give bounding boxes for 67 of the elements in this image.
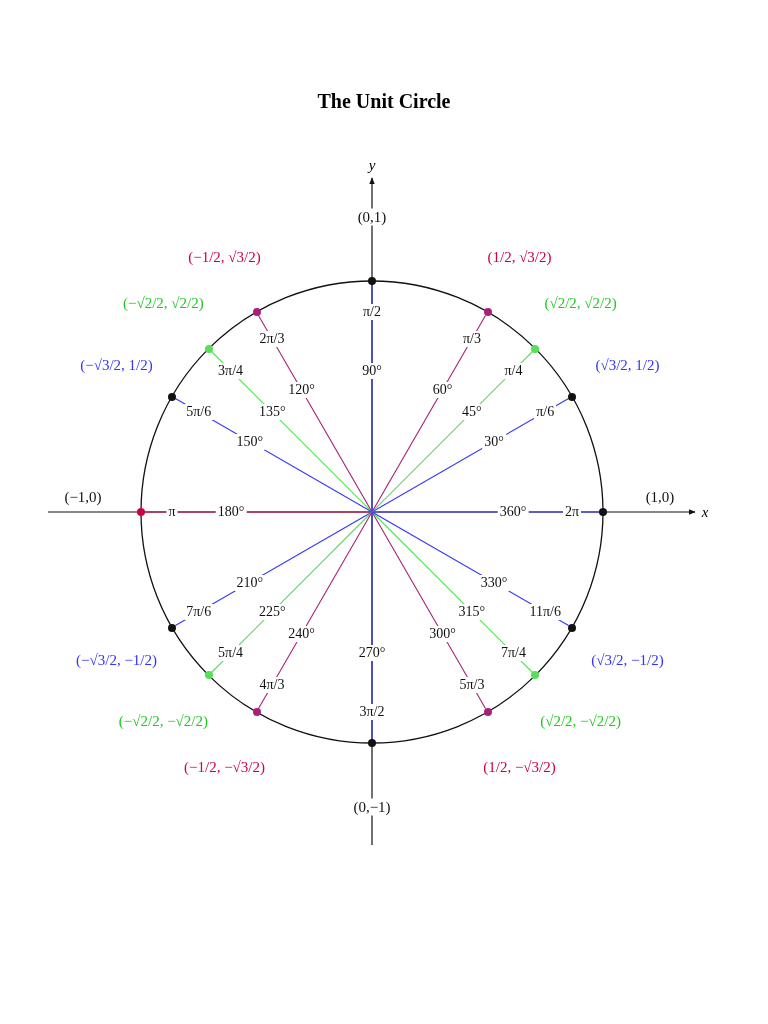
point-marker: [204, 344, 213, 353]
radian-label: 2π/3: [257, 330, 287, 347]
degree-label: 90°: [360, 363, 384, 379]
point-marker: [531, 671, 540, 680]
degree-label: 45°: [459, 404, 484, 421]
coordinate-label: (√3/2, 1/2): [593, 356, 662, 373]
point-marker: [531, 344, 540, 353]
point-marker: [167, 623, 176, 632]
radian-label: 7π/4: [498, 645, 528, 662]
title: The Unit Circle: [317, 91, 451, 111]
degree-label: 210°: [234, 574, 266, 591]
radian-label: π/4: [502, 362, 525, 379]
coordinate-label: (−1/2, −√3/2): [182, 758, 267, 776]
coordinate-label: (√2/2, −√2/2): [538, 712, 623, 730]
point-marker: [252, 708, 261, 717]
point-marker: [167, 392, 176, 401]
coordinate-label: (−√2/2, √2/2): [121, 294, 206, 312]
point-marker: [368, 277, 376, 285]
degree-label: 150°: [234, 433, 266, 450]
point-marker: [137, 508, 145, 516]
point-marker: [599, 508, 607, 516]
point-marker: [483, 708, 492, 717]
point-marker: [252, 307, 261, 316]
coordinate-label: (1/2, √3/2): [485, 248, 554, 265]
coordinate-label: (1/2, −√3/2): [481, 758, 558, 776]
radian-label: 3π/2: [357, 704, 387, 720]
coordinate-label: (−√3/2, 1/2): [78, 356, 155, 373]
radian-label: π/6: [534, 404, 557, 420]
coordinate-label: (−√3/2, −1/2): [74, 651, 159, 668]
radian-label: 5π/4: [216, 645, 246, 662]
coordinate-label: (1,0): [643, 488, 677, 506]
degree-label: 120°: [286, 381, 317, 398]
angle-ray: [371, 314, 487, 513]
coordinate-label: (−√2/2, −√2/2): [116, 712, 210, 730]
coordinate-label: (√2/2, √2/2): [542, 294, 619, 312]
degree-label: 60°: [430, 381, 455, 398]
point-marker: [483, 307, 492, 316]
angle-ray: [371, 350, 534, 513]
coordinate-label: (−1,0): [62, 488, 104, 506]
coordinate-label: (0,1): [355, 208, 389, 226]
angle-ray: [371, 511, 373, 740]
degree-label: 270°: [356, 645, 388, 661]
coordinate-label: (−1/2, √3/2): [186, 248, 263, 265]
radian-label: π/3: [461, 330, 483, 347]
degree-label: 315°: [456, 603, 487, 620]
point-marker: [204, 671, 213, 680]
point-marker: [368, 739, 376, 747]
coordinate-label: (0,−1): [351, 798, 393, 816]
degree-label: 300°: [427, 626, 458, 643]
radian-label: 11π/6: [527, 604, 563, 620]
degree-label: 135°: [257, 404, 288, 421]
radian-label: 5π/6: [184, 404, 214, 420]
degree-label: 240°: [286, 626, 317, 643]
point-marker: [568, 392, 577, 401]
degree-label: 330°: [478, 574, 510, 591]
radian-label: 5π/3: [457, 677, 487, 694]
radian-label: π/2: [361, 304, 383, 320]
coordinate-label: (√3/2, −1/2): [589, 651, 666, 668]
radian-label: 3π/4: [216, 362, 246, 379]
degree-label: 225°: [257, 603, 288, 620]
axis-label: x: [701, 504, 709, 520]
angle-ray: [371, 284, 373, 513]
radian-label: 7π/6: [184, 604, 214, 620]
radian-label: 4π/3: [257, 677, 287, 694]
degree-label: 30°: [482, 433, 506, 450]
point-marker: [568, 623, 577, 632]
axis-label: y: [368, 157, 376, 173]
